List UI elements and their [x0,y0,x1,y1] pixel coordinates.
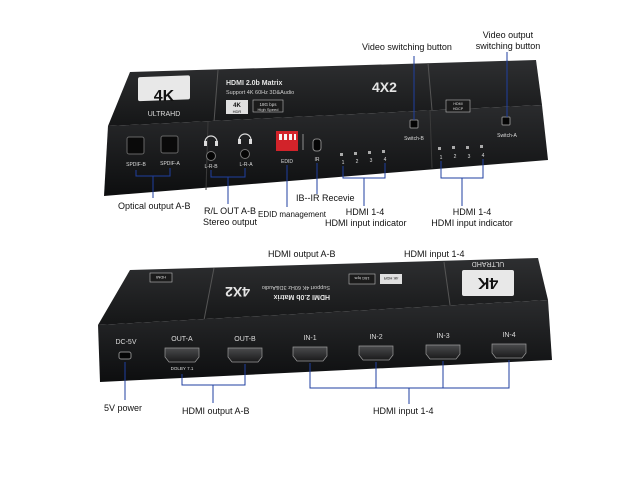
svg-text:4K HDR: 4K HDR [384,276,399,281]
callout-optical-output: Optical output A-B [118,201,191,211]
bottom-device-front-panel [98,300,552,382]
bottom-lid-text: HDMI 2.0b Matrix Support 4K 60Hz 3D&Audi… [149,272,402,300]
top-model: 4X2 [372,79,397,95]
svg-text:4: 4 [482,153,485,159]
svg-text:3: 3 [468,154,471,160]
top-hdr-badge [226,100,248,114]
svg-text:L-R-B: L-R-B [204,164,218,170]
callout-hdmi-indicator-left: HDMI 1-4 HDMI input indicator [325,207,407,228]
bottom-leader-lines [124,360,510,404]
svg-text:IN-1: IN-1 [303,335,316,342]
headphone-icon [238,133,252,144]
svg-text:IN-2: IN-2 [369,334,382,341]
top-4k-big: 4K [154,88,175,105]
svg-text:1: 1 [440,155,443,161]
svg-text:DOLBY 7.1: DOLBY 7.1 [171,366,194,371]
svg-text:2: 2 [356,159,359,165]
svg-text:IN-3: IN-3 [436,333,449,340]
svg-text:ULTRAHD: ULTRAHD [472,260,505,267]
callout-hdmi-input-top: HDMI input 1-4 [404,249,465,259]
svg-text:HDMI: HDMI [453,102,462,106]
svg-text:1: 1 [342,160,345,166]
svg-text:IN-4: IN-4 [502,332,515,339]
svg-text:Support 4K 60Hz 3D&Audio: Support 4K 60Hz 3D&Audio [262,284,330,290]
hdmi-in-3-port [425,344,461,360]
svg-text:18G bps: 18G bps [354,276,369,281]
top-hdmi-badge [445,99,471,113]
callout-hdmi-input-bottom: HDMI input 1-4 [373,406,434,416]
callout-video-switching: Video switching button [362,42,452,52]
led-group-right: 1 2 3 4 [438,145,485,161]
lr-b-jack [206,151,216,161]
headphone-icon [204,135,218,146]
svg-text:EDID: EDID [281,159,293,165]
svg-text:L-R-A: L-R-A [239,162,253,168]
dc-label: DC-5V [115,339,136,346]
spdif-a-port [160,135,179,154]
callout-hdmi-output-bottom: HDMI output A-B [182,406,250,416]
switch-b-button [409,119,419,129]
callout-edid-management: EDID management [258,210,327,219]
switch-a-button [501,116,511,126]
bottom-4k-logo: 4K ULTRAHD [462,260,514,296]
hdmi-in-2-port [358,345,394,361]
svg-text:4K: 4K [233,103,241,109]
top-ultrahd: ULTRAHD [148,111,181,118]
dc-5v-jack [118,351,132,360]
svg-text:SPDIF-A: SPDIF-A [160,161,180,167]
callout-5v-power: 5V power [104,403,143,413]
top-title-2: Support 4K 60Hz 3D&Audio [226,90,294,96]
hdmi-ports: OUT-A DOLBY 7.1 OUT-B IN-1 IN-2 IN-3 IN-… [164,332,527,371]
callout-hdmi-indicator-right: HDMI 1-4 HDMI input indicator [431,207,513,228]
svg-text:SPDIF-B: SPDIF-B [126,162,146,168]
hdmi-in-1-port [292,346,328,362]
bottom-device-lid [98,258,548,325]
lr-a-jack [240,149,250,159]
top-device: 4K ULTRAHD HDMI 2.0b Matrix Support 4K 6… [104,60,548,196]
svg-text:4X2: 4X2 [225,284,250,300]
top-leader-lines [135,52,508,207]
spdif-b-port [126,136,145,155]
svg-text:4: 4 [384,157,387,163]
svg-text:HDR: HDR [233,109,242,114]
top-title-1: HDMI 2.0b Matrix [226,80,283,87]
svg-text:OUT-B: OUT-B [234,336,256,343]
top-device-front-panel [104,105,548,196]
hdmi-out-a-port [164,347,200,363]
svg-text:Switch-B: Switch-B [404,136,424,142]
svg-text:HDMI: HDMI [156,275,166,280]
svg-text:IR: IR [315,157,320,163]
led-group-left: 1 2 3 4 [340,150,387,166]
svg-text:3: 3 [370,158,373,164]
callout-hdmi-output-top: HDMI output A-B [268,249,336,259]
svg-text:18G bps: 18G bps [259,102,277,107]
ir-receiver [312,138,322,152]
svg-text:HDMI 2.0b Matrix: HDMI 2.0b Matrix [273,293,330,300]
svg-text:OUT-A: OUT-A [171,336,193,343]
hdmi-in-4-port [491,343,527,359]
svg-text:High Speed: High Speed [258,107,279,112]
bottom-device: HDMI 2.0b Matrix Support 4K 60Hz 3D&Audi… [98,258,552,382]
svg-text:4K: 4K [477,274,498,291]
svg-text:HDCP: HDCP [453,107,464,111]
top-4k-logo: 4K ULTRAHD [138,75,190,118]
callout-video-output-switching: Video output switching button [475,30,541,51]
svg-text:2: 2 [454,154,457,160]
hdmi-out-b-port [227,347,263,363]
top-device-lid [108,60,542,126]
callout-ir-receive: IB--IR Recevie [296,193,355,203]
top-speed-badge [252,99,284,113]
svg-text:Switch-A: Switch-A [497,133,517,139]
callout-rl-out: R/L OUT A-B Stereo output [202,206,258,227]
